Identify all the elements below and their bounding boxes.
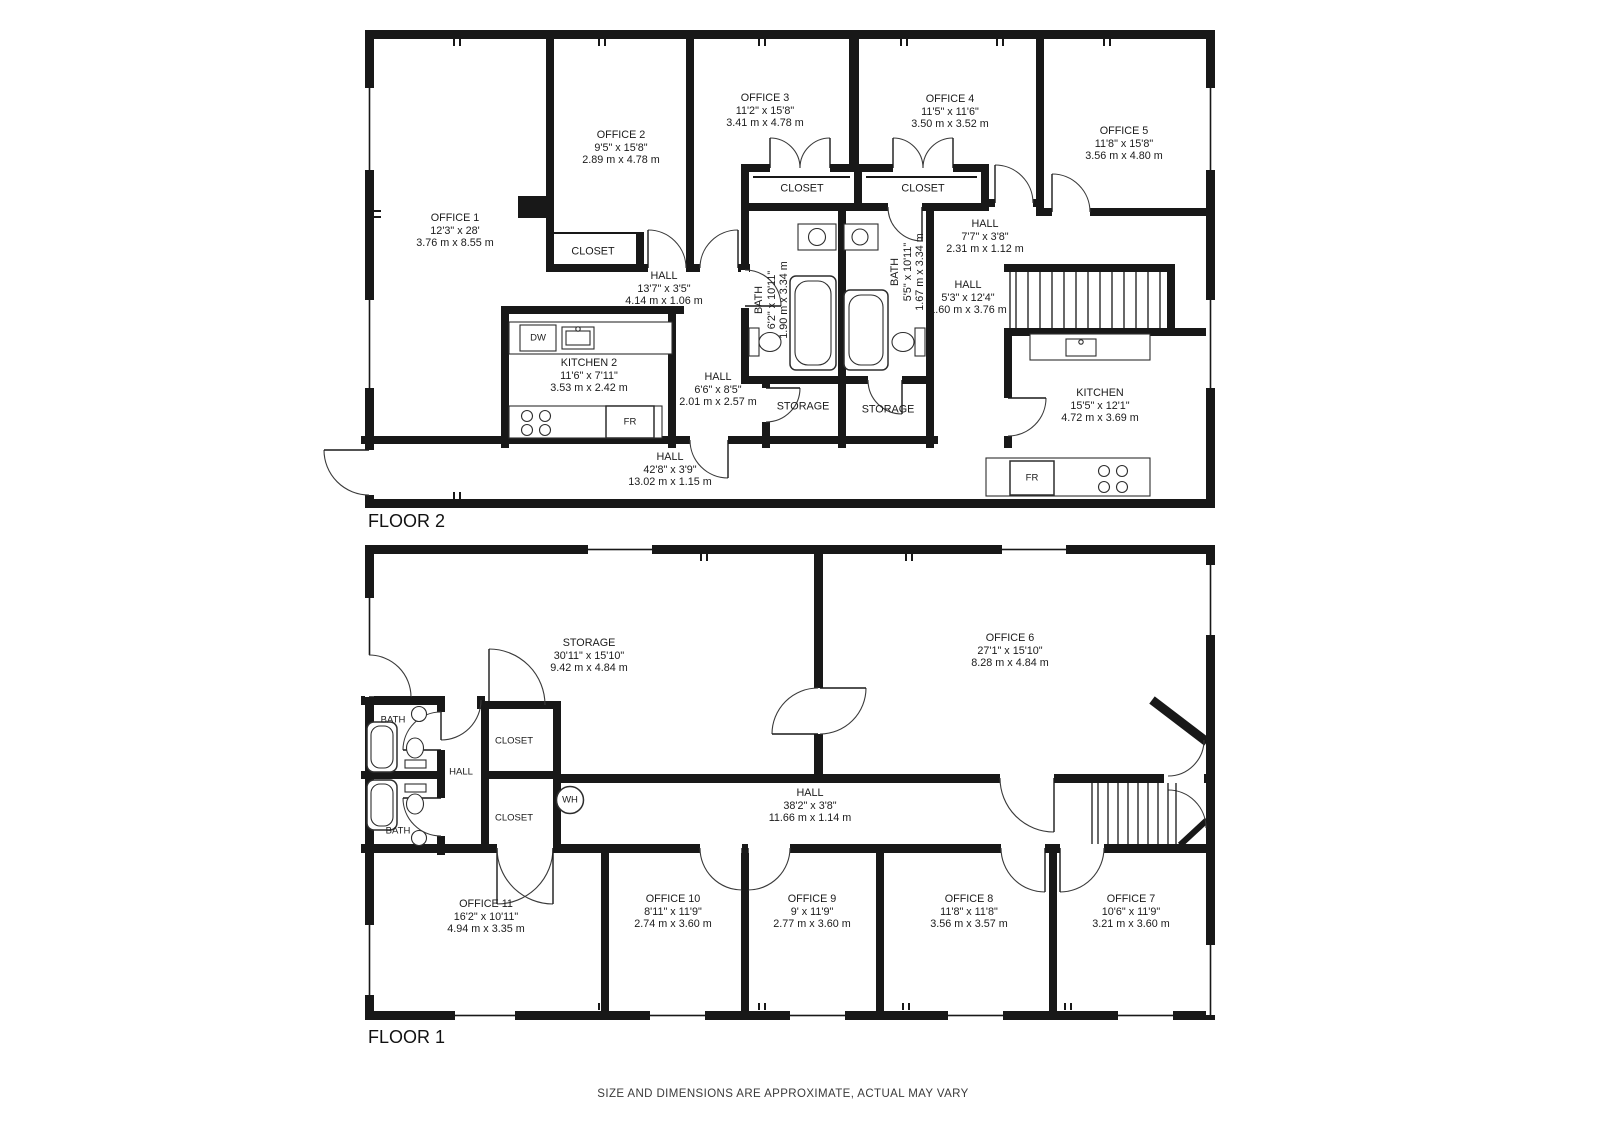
room-label-hall-e: HALL 42'8" x 3'9" 13.02 m x 1.15 m [628,451,712,489]
room-label-closet-c: CLOSET [901,182,945,195]
room-label-office9: OFFICE 9 9' x 11'9" 2.77 m x 3.60 m [773,893,851,931]
toilet-icon [891,327,926,357]
room-label-bath-b: BATH 5'5" x 10'11" 1.67 m x 3.34 m [889,233,927,311]
room-label-office8: OFFICE 8 11'8" x 11'8" 3.56 m x 3.57 m [930,893,1008,931]
room-label-kitchen2: KITCHEN 2 11'6" x 7'11" 3.53 m x 2.42 m [550,357,628,395]
floor1-walls [361,545,1215,1020]
room-label-bath-bottom: BATH [385,825,411,837]
bath-top-fixtures [366,705,428,773]
room-label-hall-c: HALL 5'3" x 12'4" 1.60 m x 3.76 m [929,279,1007,317]
room-label-office2: OFFICE 2 9'5" x 15'8" 2.89 m x 4.78 m [582,129,660,167]
disclaimer-text: SIZE AND DIMENSIONS ARE APPROXIMATE, ACT… [597,1088,969,1100]
toilet-icon [748,327,782,357]
dishwasher-icon [519,324,557,352]
bathtub-icon [366,721,398,773]
diagonal-wall [1177,817,1210,848]
room-label-closet-b: CLOSET [780,182,824,195]
room-label-office5: OFFICE 5 11'8" x 15'8" 3.56 m x 4.80 m [1085,125,1163,163]
room-label-hall-b: HALL 13'7" x 3'5" 4.14 m x 1.06 m [625,270,703,308]
floor1-plan [361,545,1215,1020]
room-label-office11: OFFICE 11 16'2" x 10'11" 4.94 m x 3.35 m [447,898,525,936]
room-label-office3: OFFICE 3 11'2" x 15'8" 3.41 m x 4.78 m [726,92,804,130]
room-label-office6: OFFICE 6 27'1" x 15'10" 8.28 m x 4.84 m [971,632,1049,670]
floor1-title: FLOOR 1 [368,1027,446,1047]
stove-icon [520,409,552,437]
room-label-hall-d: HALL 6'6" x 8'5" 2.01 m x 2.57 m [679,371,757,409]
room-label-storage: STORAGE 30'11" x 15'10" 9.42 m x 4.84 m [550,637,628,675]
water-heater-icon [555,785,585,815]
bath-a-fixtures [748,223,837,371]
floor2-walls [361,30,1215,508]
bathtub-icon [789,275,837,371]
room-label-hall-main: HALL 38'2" x 3'8" 11.66 m x 1.14 m [768,787,852,825]
bathtub-icon [843,289,889,371]
sink-icon [851,228,869,246]
stove-icon [1097,464,1129,494]
room-label-office4: OFFICE 4 11'5" x 11'6" 3.50 m x 3.52 m [911,93,989,131]
kitchen-counter [985,333,1151,497]
label-water-heater: WH [562,794,578,806]
appliance-label-fr-a: FR [623,416,637,428]
floor2-windows [365,86,1215,390]
bathtub-icon [366,779,398,831]
room-label-storage-b: STORAGE [861,403,915,416]
sink-icon [410,705,428,723]
room-label-office1: OFFICE 1 12'3" x 28' 3.76 m x 8.55 m [416,212,494,250]
room-label-closet-a: CLOSET [571,245,615,258]
fridge-icon [605,405,655,439]
floor2-plan [323,30,1215,508]
floor2-doors [323,137,1091,496]
room-label-office7: OFFICE 7 10'6" x 11'9" 3.21 m x 3.60 m [1092,893,1170,931]
room-label-bath-top: BATH [380,714,406,726]
floor2-stairs-icon [1009,272,1161,328]
toilet-icon [404,783,427,815]
sink-icon [410,829,428,847]
room-label-closet-top: CLOSET [494,735,534,747]
appliance-label-dw: DW [530,332,546,344]
sink-icon [561,326,595,350]
appliance-label-fr-b: FR [1025,472,1039,484]
diagonal-wall [1149,696,1210,746]
kitchen2-counter [508,321,673,439]
floor1-stairs-icon [1091,783,1177,844]
room-label-closet-bottom: CLOSET [494,812,534,824]
bath-b-fixtures [843,223,926,371]
room-label-kitchen: KITCHEN 15'5" x 12'1" 4.72 m x 3.69 m [1061,387,1139,425]
room-label-hall-a: HALL 7'7" x 3'8" 2.31 m x 1.12 m [946,218,1024,256]
floor2-title: FLOOR 2 [368,511,446,531]
sink-icon [807,227,827,247]
room-label-office10: OFFICE 10 8'11" x 11'9" 2.74 m x 3.60 m [634,893,712,931]
room-label-hall-small: HALL [449,766,473,778]
room-label-storage-a: STORAGE [776,400,830,413]
floor1-windows [365,545,1215,1020]
room-label-bath-a: BATH 6'2" x 10'11" 1.90 m x 3.34 m [753,261,791,339]
toilet-icon [404,737,427,769]
bath-bottom-fixtures [366,779,428,847]
fridge-icon [1009,460,1055,496]
sink-icon [1065,338,1097,357]
